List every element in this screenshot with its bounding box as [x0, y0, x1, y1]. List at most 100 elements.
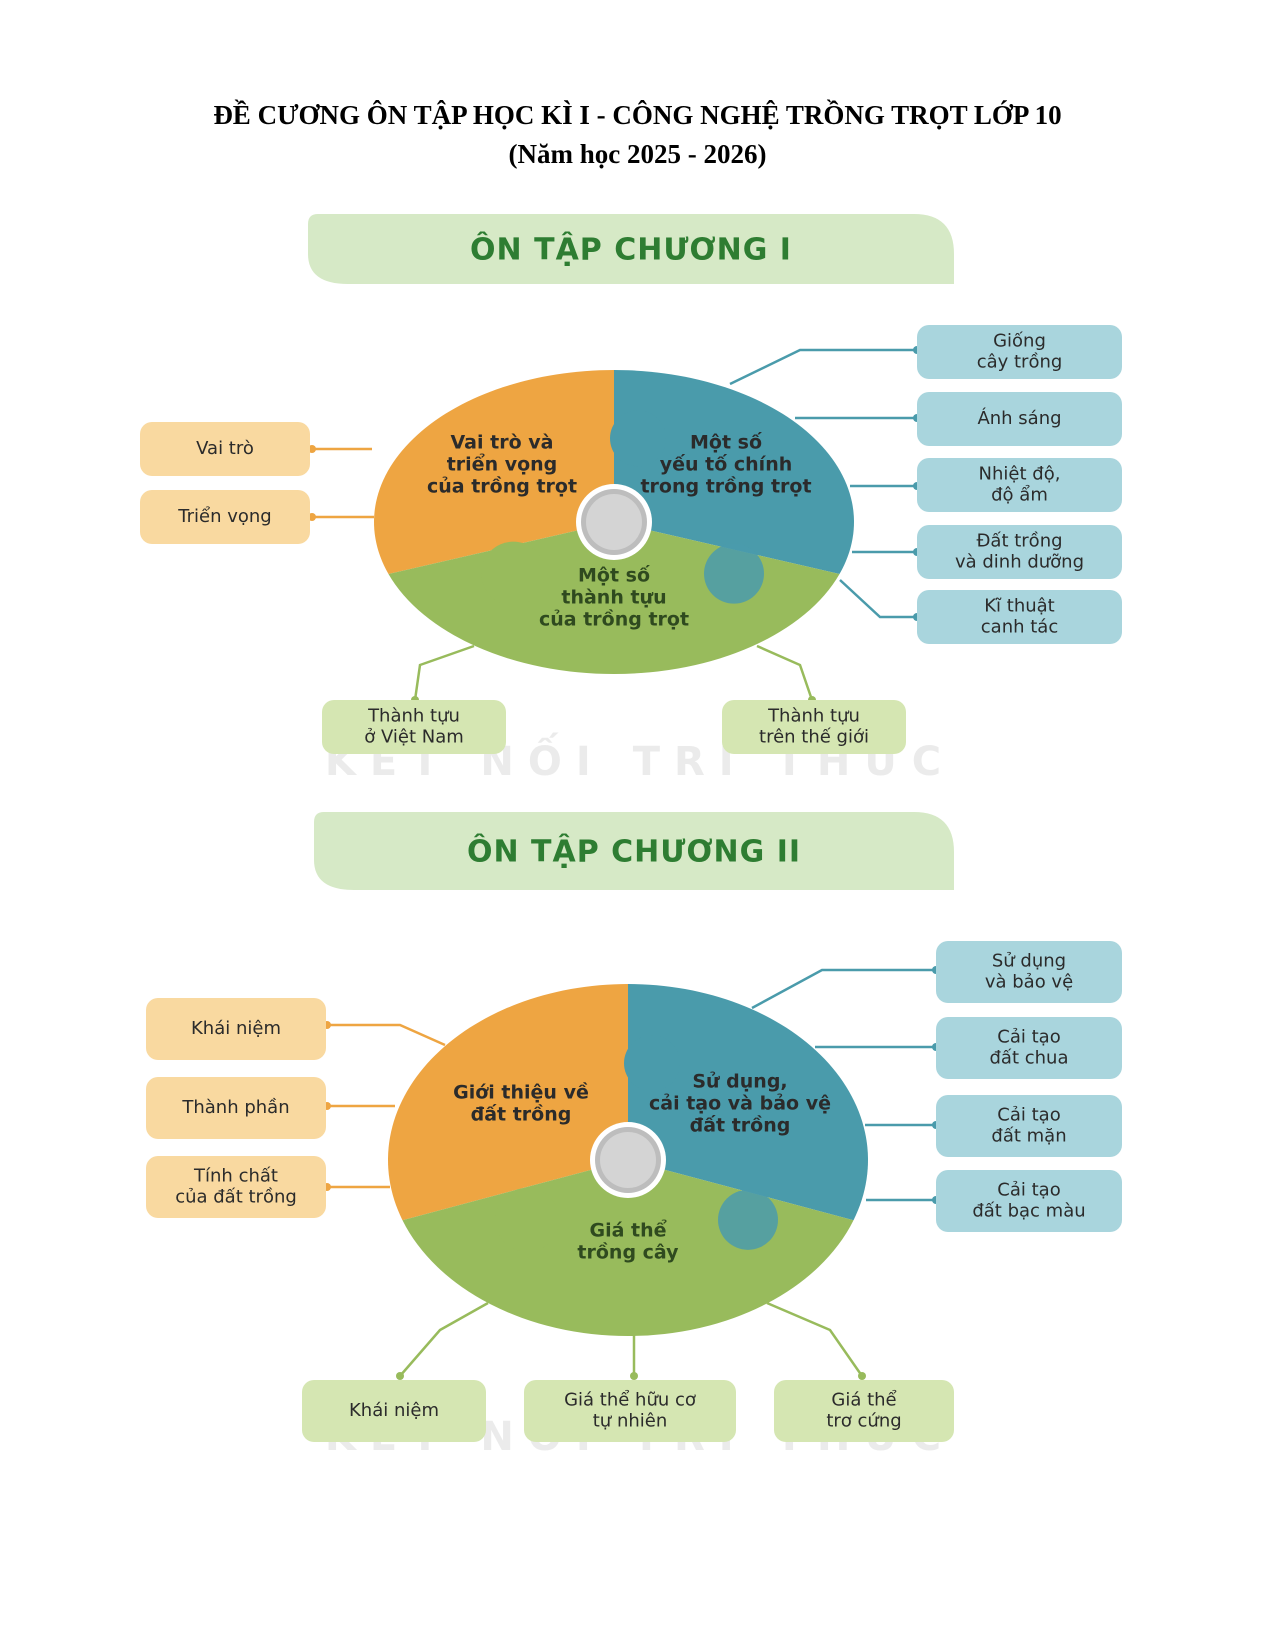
chapter2-segment-teal-label-line: đất trồng	[690, 1114, 791, 1137]
chapter2-bottom-box-1-label-line: Giá thể hữu cơ	[564, 1390, 696, 1411]
chapter1-left-box-1-label: Triển vọng	[177, 506, 271, 527]
chapter1-segment-green-label-line: Một số	[578, 564, 650, 587]
chapter2-segment-green-label-line: Giá thể	[589, 1219, 666, 1242]
chapter1-left-box-0: Vai trò	[140, 422, 310, 476]
chapter1-bottom-connector-0	[413, 644, 475, 701]
chapter1-right-box-2-label-line: độ ẩm	[991, 485, 1048, 506]
chapter1-bottom-box-1-label-line: trên thế giới	[759, 727, 869, 748]
chapter2-bottom-box-0-label-line: Khái niệm	[349, 1400, 439, 1421]
chapter2-right-box-2-label-line: đất mặn	[991, 1126, 1066, 1147]
chapter1-right-box-1-label-line: Ánh sáng	[977, 407, 1061, 429]
chapter1-pie-knob-teal2	[704, 543, 764, 604]
chapter1-right-box-2-label: Nhiệt độ,độ ẩm	[979, 464, 1061, 506]
chapter2-pie-knob-green	[495, 1187, 560, 1252]
chapter2-left-box-2-bg	[146, 1156, 326, 1218]
chapter1-pie	[374, 370, 854, 674]
chapter2-pie-segment-orange	[388, 984, 628, 1221]
chapter2-left-box-1-label: Thành phần	[181, 1097, 289, 1118]
chapter1-right-box-2: Nhiệt độ,độ ẩm	[917, 458, 1122, 512]
chapter1-left-box-0-label: Vai trò	[196, 438, 254, 459]
chapter1-segment-orange-label-line: Vai trò và	[451, 432, 554, 454]
chapter2-left-box-0: Khái niệm	[146, 998, 326, 1060]
chapter2-left-box-1: Thành phần	[146, 1077, 326, 1139]
chapter1-segment-orange-label-line: của trồng trọt	[427, 475, 577, 498]
chapter1-bottom-box-1-label-line: Thành tựu	[767, 706, 860, 727]
chapter1-bottom-box-0-bg	[322, 700, 506, 754]
chapter1-right-box-3-label-line: Đất trồng	[976, 531, 1062, 552]
document-subtitle: (Năm học 2025 - 2026)	[508, 139, 767, 169]
chapter1-pie-hub-inner	[586, 494, 642, 550]
chapter2-right-box-0-label-line: Sử dụng	[992, 951, 1066, 972]
chapter1-segment-green-label-line: của trồng trọt	[539, 608, 689, 631]
chapter1-segment-teal-label-line: Một số	[690, 431, 762, 454]
chapter2-pie	[388, 984, 868, 1337]
chapter2-left-box-2-label-line: Tính chất	[193, 1166, 278, 1187]
chapter2-pie-knob-teal	[624, 1035, 680, 1092]
chapter2-right-box-3-label-line: Cải tạo	[997, 1180, 1060, 1201]
chapter2-banner-bg	[314, 812, 954, 890]
chapter1-left-box-0-bg	[140, 422, 310, 476]
chapter2-left-box-2-label-line: của đất trồng	[175, 1187, 297, 1208]
chapter1-banner-bg	[308, 214, 954, 284]
chapter2-left-box-0-label-line: Khái niệm	[191, 1018, 281, 1039]
chapter1-right-box-4-label-line: canh tác	[981, 617, 1058, 638]
chapter2-right-box-2-label-line: Cải tạo	[997, 1105, 1060, 1126]
chapter1-right-box-2-bg	[917, 458, 1122, 512]
chapter2-left-connector-0	[327, 1023, 446, 1047]
chapter2-right-box-0-bg	[936, 941, 1122, 1003]
chapter2-right-connector-0	[751, 968, 936, 1010]
document-title: ĐỀ CƯƠNG ÔN TẬP HỌC KÌ I - CÔNG NGHỆ TRỒ…	[213, 100, 1062, 130]
chapter2-bottom-connector-2-dot	[858, 1372, 866, 1380]
chapter1-segment-orange-label-line: triển vọng	[447, 453, 558, 476]
chapter1-left-box-1: Triển vọng	[140, 490, 310, 544]
chapter2-banner: ÔN TẬP CHƯƠNG II	[314, 812, 954, 890]
chapter1-bottom-connector-1	[756, 644, 814, 701]
chapter2-pie-hub-inner	[600, 1132, 656, 1188]
chapter1-pie-knob-green	[481, 541, 546, 606]
chapter2-bottom-box-2-label-line: trơ cứng	[826, 1411, 901, 1432]
chapter2-right-box-2-bg	[936, 1095, 1122, 1157]
chapter2-right-box-1-label-line: đất chua	[990, 1048, 1069, 1069]
chapter2-right-box-3-label-line: đất bạc màu	[972, 1201, 1085, 1222]
chapter2-left-box-1-bg	[146, 1077, 326, 1139]
chapter2-pie-knob-teal2	[718, 1189, 778, 1250]
chapter2-left-box-0-label: Khái niệm	[191, 1018, 281, 1039]
chapter1-right-box-2-label-line: Nhiệt độ,	[979, 464, 1061, 485]
chapter1-right-box-0-bg	[917, 325, 1122, 379]
chapter1-left-box-1-bg	[140, 490, 310, 544]
chapter2-bottom-box-0: Khái niệm	[302, 1380, 486, 1442]
chapter1-banner: ÔN TẬP CHƯƠNG I	[308, 214, 954, 284]
chapter2-right-box-1-label-line: Cải tạo	[997, 1027, 1060, 1048]
chapter2-banner-label: ÔN TẬP CHƯƠNG II	[467, 833, 801, 870]
chapter2-bottom-connector-0	[399, 1301, 489, 1377]
